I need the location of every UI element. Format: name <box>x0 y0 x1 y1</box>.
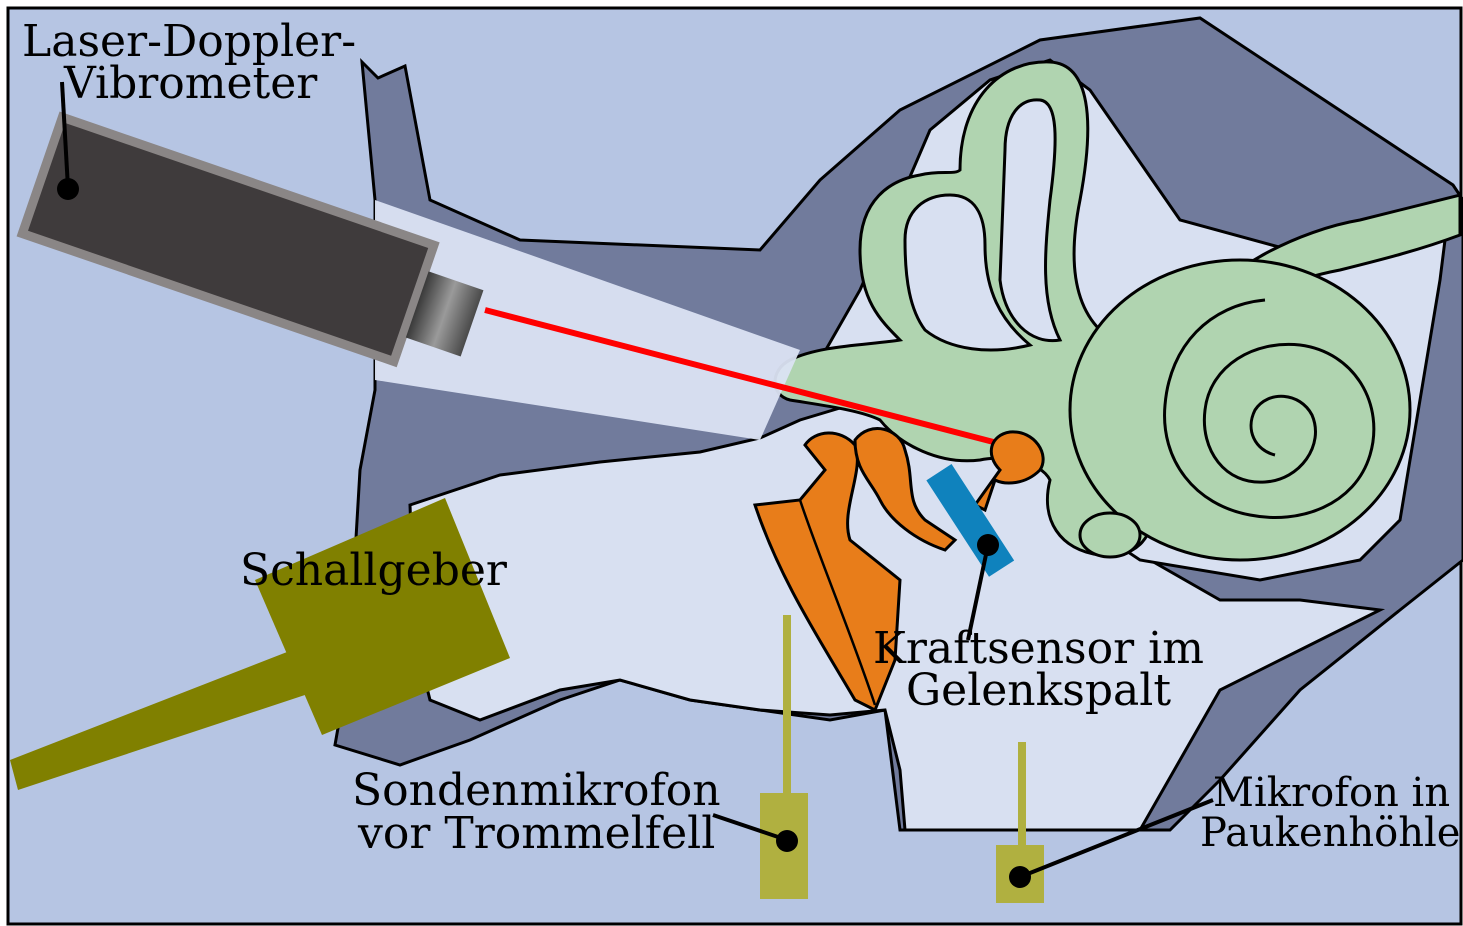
probe-dot <box>776 830 798 852</box>
round-window <box>1080 513 1140 557</box>
mic-dot <box>1009 866 1031 888</box>
probe-mic-label-line2: vor Trommelfell <box>357 808 715 859</box>
speaker-label: Schallgeber <box>240 545 508 596</box>
laser-dot <box>57 178 79 200</box>
tympanic-mic-label-line2: Paukenhöhle <box>1200 810 1460 856</box>
laser-label-line2: Vibrometer <box>63 58 318 109</box>
force-sensor-label-line2: Gelenkspalt <box>906 665 1171 716</box>
force-dot <box>977 534 999 556</box>
